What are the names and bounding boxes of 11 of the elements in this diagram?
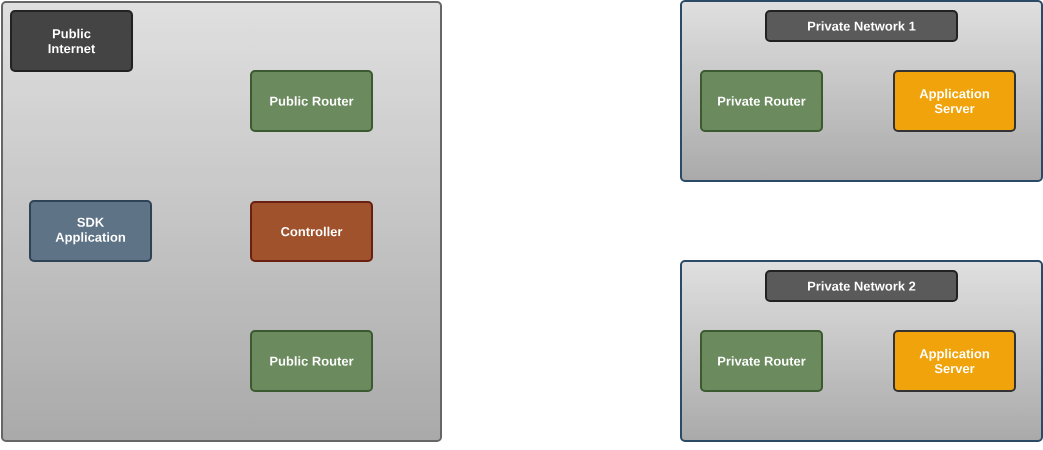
region-label: Public Internet — [10, 10, 133, 72]
router-box: Private Router — [700, 330, 823, 392]
router-box: Public Router — [250, 330, 373, 392]
router-box: Public Router — [250, 70, 373, 132]
router-box: Private Router — [700, 70, 823, 132]
controller-box: Controller — [250, 201, 373, 262]
application-box: SDK Application — [29, 200, 152, 262]
region-label: Private Network 2 — [765, 270, 958, 302]
server-box: Application Server — [893, 70, 1016, 132]
region-label: Private Network 1 — [765, 10, 958, 42]
server-box: Application Server — [893, 330, 1016, 392]
